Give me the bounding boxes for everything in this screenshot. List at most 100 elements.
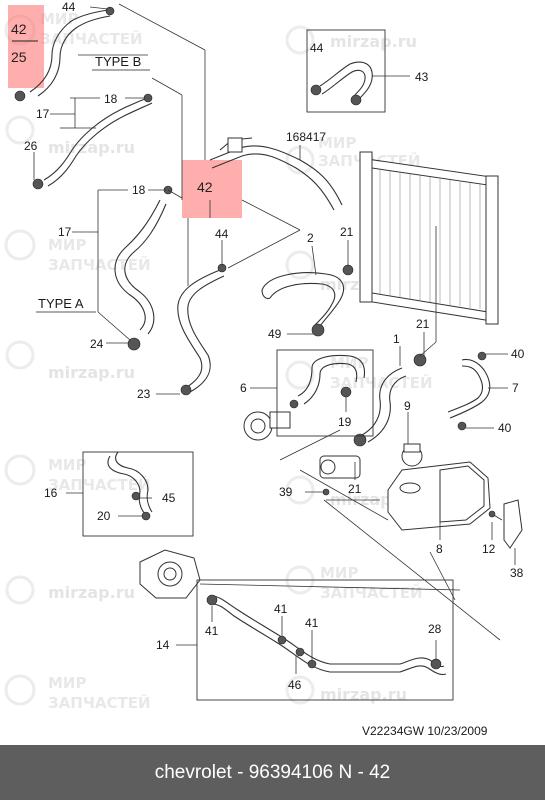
label-25: 25 bbox=[11, 49, 27, 65]
bracket-38 bbox=[503, 499, 523, 549]
watermark-site: mirzap.ru bbox=[48, 138, 135, 157]
part-labels: 44 42 25 TYPE B 44 43 18 17 26 168417 42… bbox=[11, 0, 525, 692]
watermark-text-mir: МИР bbox=[330, 354, 368, 372]
label-16: 16 bbox=[44, 486, 58, 500]
watermark-tile: МИР ЗАПЧАСТЕЙ bbox=[285, 564, 423, 602]
leader-lines bbox=[33, 3, 516, 674]
clamps bbox=[14, 6, 487, 670]
hose-type-a-upper bbox=[114, 199, 167, 335]
watermark-text-mir: МИР bbox=[318, 134, 356, 152]
hose-16-box bbox=[107, 451, 153, 515]
watermark-text-zapchastei: ЗАПЧАСТЕЙ bbox=[48, 693, 151, 712]
hose-7 bbox=[447, 358, 491, 419]
highlight-box-42-mid bbox=[182, 160, 242, 218]
label-39: 39 bbox=[279, 485, 293, 499]
thermostat-9 bbox=[401, 443, 423, 467]
pipe-14-box bbox=[211, 595, 447, 676]
label-41-a: 41 bbox=[205, 624, 219, 638]
label-42-top: 42 bbox=[11, 21, 27, 37]
label-21-c: 21 bbox=[348, 482, 362, 496]
label-21-b: 21 bbox=[416, 317, 430, 331]
label-18-type-b: 18 bbox=[104, 92, 118, 106]
watermark-group: МИР ЗАПЧАСТЕЙ mirzap.ru mirzap.ru МИР ЗА… bbox=[4, 10, 433, 712]
label-23: 23 bbox=[137, 387, 151, 401]
hose-19-box bbox=[297, 354, 366, 405]
label-1: 1 bbox=[393, 332, 400, 346]
label-20: 20 bbox=[97, 509, 111, 523]
label-19: 19 bbox=[338, 415, 352, 429]
label-38: 38 bbox=[510, 566, 524, 580]
hose-type-a-lower bbox=[177, 269, 225, 393]
label-type-a: TYPE A bbox=[38, 296, 84, 311]
radiator bbox=[359, 151, 499, 325]
label-7: 7 bbox=[512, 381, 519, 395]
label-26: 26 bbox=[24, 139, 38, 153]
watermark-site: mirzap.ru bbox=[48, 363, 135, 382]
watermark-site: mirzap.ru bbox=[48, 583, 135, 602]
label-41-c: 41 bbox=[305, 616, 319, 630]
watermark-text-zapchastei: ЗАПЧАСТЕЙ bbox=[48, 475, 151, 494]
label-40-a: 40 bbox=[511, 347, 525, 361]
watermark-tile: МИР ЗАПЧАСТЕЙ bbox=[4, 229, 151, 274]
label-2: 2 bbox=[307, 231, 314, 245]
cooling-system-diagram: МИР ЗАПЧАСТЕЙ mirzap.ru mirzap.ru МИР ЗА… bbox=[4, 0, 525, 738]
label-12: 12 bbox=[482, 542, 496, 556]
label-44-mid: 44 bbox=[215, 227, 229, 241]
watermark-tile: mirzap.ru bbox=[5, 115, 135, 157]
label-6: 6 bbox=[240, 381, 247, 395]
watermark-text-zapchastei: ЗАПЧАСТЕЙ bbox=[40, 29, 143, 48]
footer-caption: chevrolet - 96394106 N - 42 bbox=[154, 761, 391, 783]
watermark-tile: mirzap.ru bbox=[5, 340, 135, 382]
watermark-tile: mirzap.ru bbox=[5, 575, 135, 605]
label-44-top: 44 bbox=[62, 0, 76, 14]
label-24: 24 bbox=[90, 337, 104, 351]
label-40-b: 40 bbox=[498, 421, 512, 435]
label-18-type-a: 18 bbox=[132, 183, 146, 197]
throttle-body bbox=[139, 549, 201, 599]
watermark-text-mir: МИР bbox=[48, 456, 86, 474]
watermark-tile: mirzap.ru bbox=[285, 675, 407, 705]
thermostat-housing-21 bbox=[319, 455, 361, 479]
detail-box-14 bbox=[196, 579, 454, 701]
label-42-mid: 42 bbox=[197, 179, 213, 195]
watermark-text-mir: МИР bbox=[48, 674, 86, 692]
watermark-site: mirzap.ru bbox=[330, 32, 417, 51]
coolant-reservoir-8 bbox=[387, 461, 491, 531]
detail-box-16 bbox=[82, 451, 194, 537]
document-code: V22234GW 10/23/2009 bbox=[362, 724, 488, 738]
watermark-text-zapchastei: ЗАПЧАСТЕЙ bbox=[330, 373, 433, 392]
watermark-text-mir: МИР bbox=[48, 236, 86, 254]
watermark-tile: mirzap.ru bbox=[285, 25, 417, 55]
footer-bar: chevrolet - 96394106 N - 42 bbox=[0, 745, 545, 800]
label-46: 46 bbox=[288, 678, 302, 692]
label-49: 49 bbox=[268, 327, 282, 341]
hose-type-b-upper bbox=[29, 9, 111, 97]
watermark-tile: МИР ЗАПЧАСТЕЙ bbox=[4, 674, 151, 712]
detail-box-6 bbox=[276, 349, 374, 437]
highlight-box-42-top bbox=[8, 5, 44, 88]
watermark-tile: МИР ЗАПЧАСТЕЙ bbox=[4, 454, 151, 494]
watermark-text-zapchastei: ЗАПЧАСТЕЙ bbox=[320, 583, 423, 602]
detail-box-43 bbox=[306, 29, 386, 113]
watermark-text-zapchastei: ЗАПЧАСТЕЙ bbox=[48, 255, 151, 274]
watermark-tile: МИР ЗАПЧАСТЕЙ bbox=[285, 354, 433, 392]
label-168417: 168417 bbox=[286, 130, 326, 144]
label-45: 45 bbox=[162, 491, 176, 505]
label-17-type-b: 17 bbox=[36, 107, 50, 121]
hose-1 bbox=[359, 367, 407, 443]
hose-2 bbox=[261, 272, 344, 327]
watermark-site: mirzap.ru bbox=[320, 685, 407, 704]
watermark-text-mir: МИР bbox=[320, 564, 358, 582]
label-43: 43 bbox=[415, 70, 429, 84]
label-41-b: 41 bbox=[274, 602, 288, 616]
label-17-type-a: 17 bbox=[58, 225, 72, 239]
label-type-b: TYPE B bbox=[95, 54, 141, 69]
label-9: 9 bbox=[404, 399, 411, 413]
label-28: 28 bbox=[428, 622, 442, 636]
label-21-a: 21 bbox=[340, 225, 354, 239]
bolt-12 bbox=[488, 510, 503, 521]
label-8: 8 bbox=[436, 542, 443, 556]
hose-43 bbox=[310, 61, 373, 106]
water-outlet-6 bbox=[243, 411, 291, 441]
label-14: 14 bbox=[156, 638, 170, 652]
